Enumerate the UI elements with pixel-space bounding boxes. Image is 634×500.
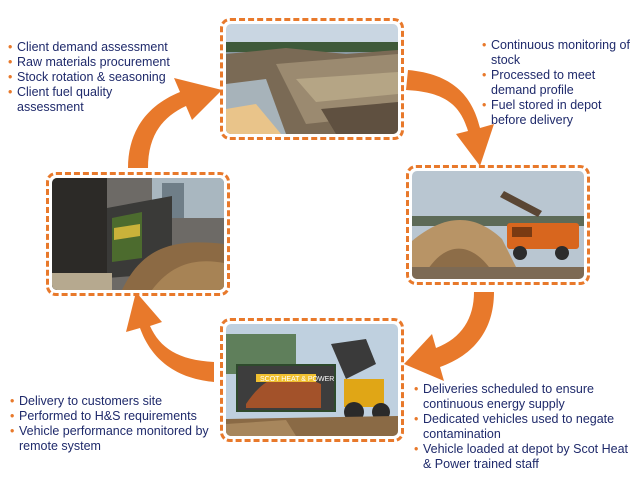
arrow-to-loader <box>404 292 494 381</box>
list-item: Processed to meet demand profile <box>482 68 609 98</box>
list-item: Delivery to customers site <box>10 394 222 409</box>
arrow-to-trailer <box>126 292 214 382</box>
list-item: Fuel stored in depot before delivery <box>482 98 616 128</box>
stage-list-delivery: Delivery to customers site Performed to … <box>10 394 222 454</box>
list-item: Deliveries scheduled to ensure continuou… <box>414 382 630 412</box>
list-item: Client demand assessment <box>8 40 208 55</box>
list-item: Raw materials procurement <box>8 55 208 70</box>
stage-list-processing: Continuous monitoring of stock Processed… <box>482 38 630 128</box>
stage-list-loading: Deliveries scheduled to ensure continuou… <box>414 382 630 472</box>
delivery-trailer-photo <box>46 172 230 296</box>
arrow-to-stockpile <box>128 78 222 168</box>
loader-and-trailer-photo: SCOT HEAT & POWER <box>220 318 404 442</box>
list-item: Performed to H&S requirements <box>10 409 222 424</box>
list-item: Stock rotation & seasoning <box>8 70 208 85</box>
wood-chipper-photo <box>406 165 590 285</box>
trailer-logo-text: SCOT HEAT & POWER <box>260 376 334 383</box>
list-item: Continuous monitoring of stock <box>482 38 630 68</box>
timber-stockpile-photo <box>220 18 404 140</box>
list-item: Client fuel quality assessment <box>8 85 142 115</box>
list-item: Vehicle performance monitored by remote … <box>10 424 222 454</box>
list-item: Dedicated vehicles used to negate contam… <box>414 412 630 442</box>
stage-list-procurement: Client demand assessment Raw materials p… <box>8 40 208 115</box>
list-item: Vehicle loaded at depot by Scot Heat & P… <box>414 442 630 472</box>
arrow-to-chipper <box>406 70 494 166</box>
